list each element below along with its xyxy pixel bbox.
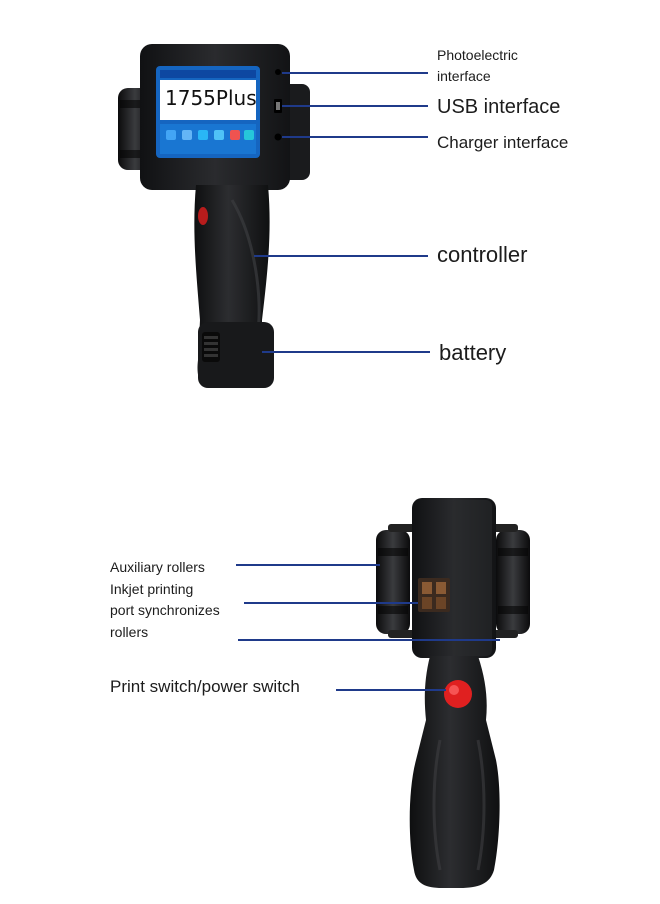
label-photoelectric-1: Photoelectric [437, 47, 518, 63]
label-charger-interface: Charger interface [437, 133, 569, 152]
label-inkjet-1: Inkjet printing [110, 581, 194, 597]
label-controller: controller [437, 242, 528, 267]
label-photoelectric-2: interface [437, 68, 491, 84]
label-inkjet-3: rollers [110, 624, 149, 640]
label-print-power-switch: Print switch/power switch [110, 677, 300, 696]
label-battery: battery [439, 340, 507, 365]
print-power-switch [444, 680, 472, 708]
label-auxiliary-rollers: Auxiliary rollers [110, 559, 205, 575]
screen-model-text: 1755Plus [165, 86, 257, 110]
label-inkjet-2: port synchronizes [110, 602, 220, 618]
leader-lines [236, 72, 500, 691]
label-usb-interface: USB interface [437, 96, 561, 118]
